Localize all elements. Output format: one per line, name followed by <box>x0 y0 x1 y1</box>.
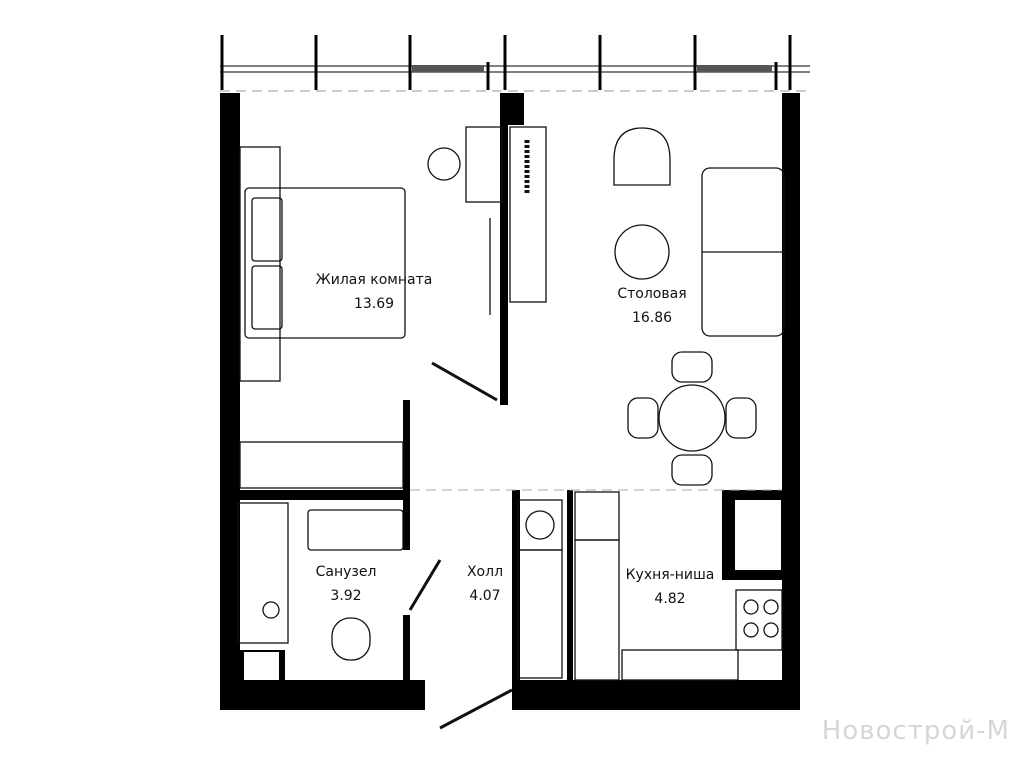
bed <box>244 187 406 339</box>
stove <box>735 589 783 651</box>
room-label-bedroom: Жилая комната 13.69 <box>316 271 433 313</box>
room-area: 16.86 <box>631 310 673 326</box>
room-area: 4.07 <box>469 588 501 604</box>
room-label-dining: Столовая 16.86 <box>617 285 686 327</box>
room-area: 13.69 <box>353 296 395 312</box>
watermark: Новострой-М <box>821 716 1010 746</box>
bathtub <box>237 502 289 644</box>
toilet <box>331 617 371 661</box>
room-area: 3.92 <box>330 588 362 604</box>
armchair <box>613 127 671 186</box>
dining-table <box>658 384 726 452</box>
entrance-door <box>439 688 513 730</box>
hall-wardrobe <box>517 549 563 679</box>
room-area: 4.82 <box>654 591 686 607</box>
room-name: Санузел <box>315 564 377 580</box>
room-name: Жилая комната <box>315 272 433 288</box>
side-table <box>427 147 461 181</box>
room-name: Столовая <box>617 286 687 302</box>
fridge <box>574 491 620 541</box>
room-label-bathroom: Санузел 3.92 <box>316 563 377 605</box>
bedroom-door <box>431 361 498 402</box>
washing-machine <box>517 499 563 551</box>
walls <box>220 93 800 710</box>
coffee-table <box>614 224 670 280</box>
room-name: Кухня-ниша <box>625 567 715 583</box>
room-name: Холл <box>466 564 504 580</box>
windows <box>220 35 810 92</box>
sink <box>307 509 404 551</box>
bathroom-door <box>408 559 442 611</box>
wardrobe <box>239 441 404 489</box>
kitchen-counter <box>574 539 620 681</box>
furniture <box>237 126 785 730</box>
room-label-kitchen: Кухня-ниша 4.82 <box>626 566 715 608</box>
room-label-hall: Холл 4.07 <box>467 563 503 605</box>
